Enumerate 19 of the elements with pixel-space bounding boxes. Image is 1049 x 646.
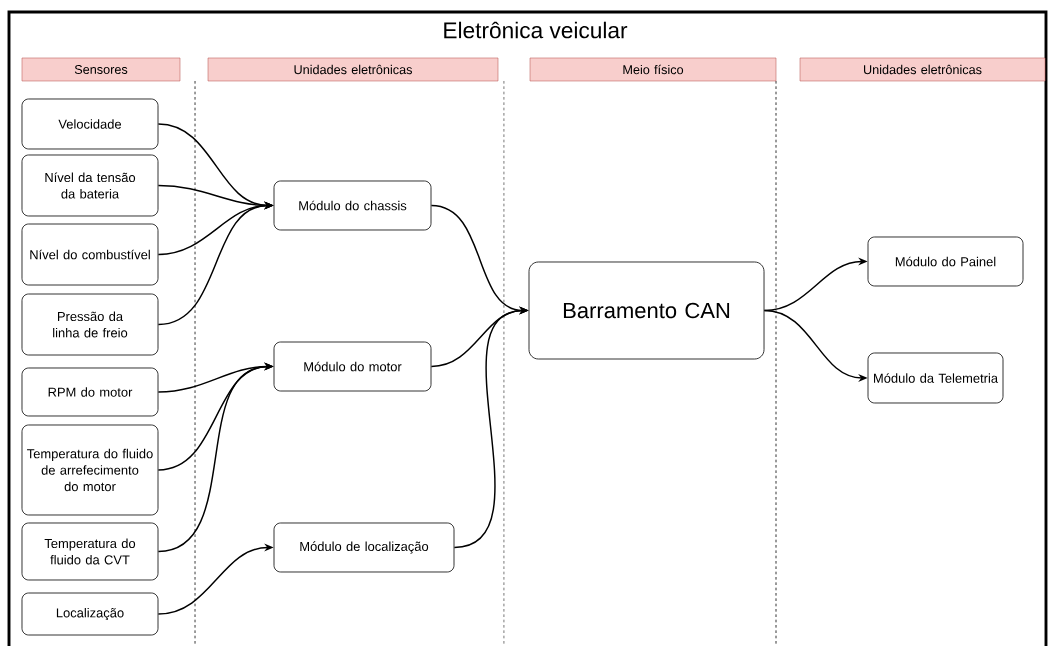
process-box: RPM do motor: [21, 367, 159, 417]
column-header: Unidades eletrônicas: [207, 57, 499, 82]
process-box: Módulo de localização: [273, 522, 455, 573]
column-header: Unidades eletrônicas: [799, 57, 1046, 82]
process-box: Módulo da Telemetria: [867, 352, 1004, 404]
process-box: Localização: [21, 592, 159, 636]
diagram-title: Eletrônica veicular: [444, 21, 628, 39]
process-box: Velocidade: [21, 98, 159, 150]
process-box: Pressão da linha de freio: [21, 293, 159, 356]
process-box: Módulo do motor: [273, 341, 432, 392]
process-box: Nível do combustível: [21, 223, 159, 286]
bus-box: Barramento CAN: [528, 261, 765, 360]
column-header: Meio físico: [529, 57, 777, 82]
column-header: Sensores: [21, 57, 181, 82]
process-box: Módulo do chassis: [273, 180, 432, 231]
process-box: Nível da tensão da bateria: [21, 154, 159, 217]
process-box: Temperatura do fluido de arrefecimento do motor: [21, 424, 159, 516]
process-box: Módulo do Painel: [867, 236, 1024, 287]
process-box: Temperatura do fluido da CVT: [21, 522, 159, 581]
